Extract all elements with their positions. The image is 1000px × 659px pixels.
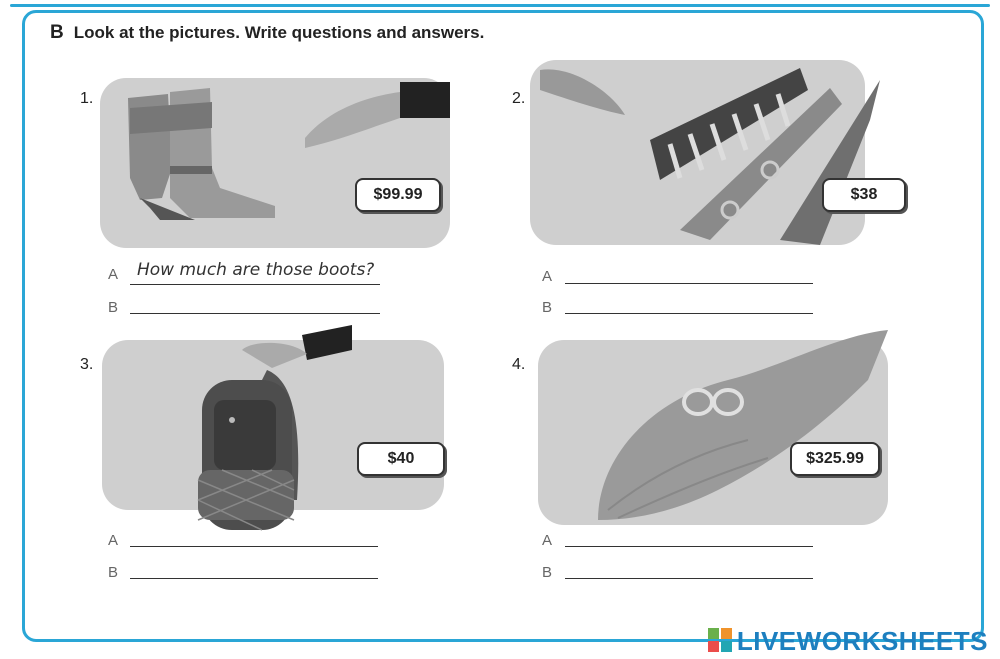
item-2-number: 2. bbox=[512, 90, 526, 107]
item-2-picture: $38 bbox=[530, 60, 906, 245]
item-4-a-label: A bbox=[542, 532, 553, 549]
item-1-a-label: A bbox=[108, 266, 119, 283]
item-4-price-tag: $325.99 bbox=[790, 442, 880, 476]
item-3-b-line[interactable] bbox=[130, 578, 378, 579]
item-4-b-line[interactable] bbox=[565, 578, 813, 579]
ties-image bbox=[540, 68, 880, 245]
item-4-a-line[interactable] bbox=[565, 546, 813, 547]
item-2-b-line[interactable] bbox=[565, 313, 813, 314]
item-3-a-label: A bbox=[108, 532, 119, 549]
brand-wordmark: LIVEWORKSHEETS bbox=[736, 626, 988, 656]
exercise-instruction: Look at the pictures. Write questions an… bbox=[73, 23, 485, 42]
item-2-b-label: B bbox=[542, 299, 553, 316]
item-1-price-tag: $99.99 bbox=[355, 178, 441, 212]
frame-top-accent bbox=[10, 4, 990, 7]
item-3-a-line[interactable] bbox=[130, 546, 378, 547]
item-3-number: 3. bbox=[80, 356, 94, 373]
item-1-number: 1. bbox=[80, 90, 94, 107]
item-1-a-line bbox=[130, 284, 380, 285]
item-3-picture: $40 bbox=[102, 325, 445, 531]
item-4-number: 4. bbox=[512, 356, 526, 373]
worksheet-frame bbox=[22, 10, 984, 642]
backpack-image bbox=[197, 325, 352, 531]
item-1-a-answer: How much are those boots? bbox=[137, 260, 375, 280]
item-4-picture: $325.99 bbox=[538, 330, 888, 525]
item-2-price-tag: $38 bbox=[822, 178, 906, 212]
item-1-picture: $99.99 bbox=[100, 78, 450, 248]
item-1-b-line[interactable] bbox=[130, 313, 380, 314]
boots-image bbox=[128, 82, 450, 220]
exercise-heading: B Look at the pictures. Write questions a… bbox=[50, 22, 484, 44]
liveworksheets-logo-icon bbox=[708, 628, 732, 652]
item-3-b-label: B bbox=[108, 564, 119, 581]
item-4-b-label: B bbox=[542, 564, 553, 581]
item-2-a-line[interactable] bbox=[565, 283, 813, 284]
item-3-price-tag: $40 bbox=[357, 442, 445, 476]
item-1-b-label: B bbox=[108, 299, 119, 316]
exercise-letter: B bbox=[50, 22, 64, 43]
rings-on-hand-image bbox=[598, 330, 888, 520]
item-2-a-label: A bbox=[542, 268, 553, 285]
